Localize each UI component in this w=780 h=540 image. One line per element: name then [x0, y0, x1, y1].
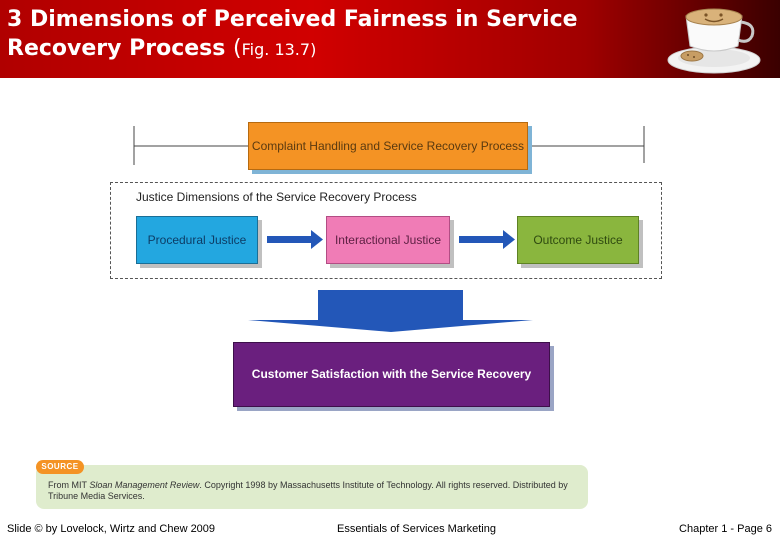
procedural-justice-box: Procedural Justice: [136, 216, 258, 264]
title-paren-close: ): [310, 40, 317, 59]
title-line-2: Recovery Process: [7, 36, 234, 61]
footer-copyright: Slide © by Lovelock, Wirtz and Chew 2009: [7, 523, 216, 535]
justice-dimensions-group: [110, 182, 662, 279]
arrow-right-icon: [459, 230, 515, 249]
slide-title: 3 Dimensions of Perceived Fairness in Se…: [7, 5, 647, 64]
outcome-justice-box: Outcome Justice: [517, 216, 639, 264]
source-rest: . Copyright 1998 by Massachusetts Instit…: [48, 480, 568, 501]
source-prefix: From MIT: [48, 480, 90, 490]
complaint-handling-box: Complaint Handling and Service Recovery …: [248, 122, 528, 170]
arrow-right-icon: [267, 230, 323, 249]
justice-dimensions-title: Justice Dimensions of the Service Recove…: [136, 190, 417, 204]
figure-reference: Fig. 13.7: [241, 40, 311, 59]
interactional-justice-box: Interactional Justice: [326, 216, 450, 264]
source-journal: Sloan Management Review: [89, 480, 200, 490]
footer-book-title: Essentials of Services Marketing: [337, 523, 496, 535]
title-paren-open: (: [233, 36, 242, 61]
arrow-down-icon: [248, 290, 533, 332]
title-line-1: 3 Dimensions of Perceived Fairness in Se…: [7, 7, 578, 32]
source-citation: From MIT Sloan Management Review. Copyri…: [48, 480, 578, 502]
coffee-cup-icon: [667, 8, 761, 74]
footer-page-number: Chapter 1 - Page 6: [679, 523, 772, 535]
customer-satisfaction-box: Customer Satisfaction with the Service R…: [233, 342, 550, 407]
header-banner: [0, 0, 780, 78]
source-note: [36, 465, 588, 509]
source-badge: SOURCE: [36, 460, 84, 474]
